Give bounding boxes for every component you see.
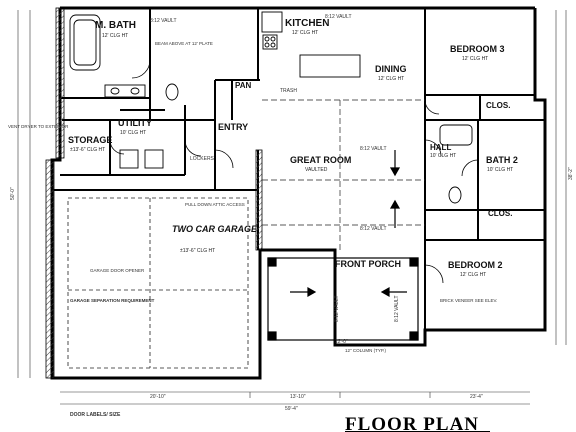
note-vault-1: 8:12 VAULT (150, 18, 177, 24)
room-sub-utility: 10' CLG HT (120, 130, 146, 136)
room-label-entry: ENTRY (218, 122, 248, 132)
note-door-labels: DOOR LABELS/ SIZE (70, 412, 121, 418)
room-label-m-bath: M. BATH (95, 20, 136, 31)
note-trash: TRASH (280, 88, 297, 94)
note-attic: PULL DOWN ATTIC ACCESS (185, 202, 245, 207)
room-sub-bedroom2: 12' CLG HT (460, 272, 486, 278)
door-swings (109, 59, 479, 284)
dimension-lines (17, 10, 567, 405)
hatched-walls (45, 7, 263, 379)
garage-dashed (67, 197, 249, 369)
room-label-bath2: BATH 2 (486, 155, 518, 165)
note-lockers: LOCKERS (190, 156, 215, 162)
room-label-pan: PAN (235, 81, 252, 90)
room-sub-bath2: 10' CLG HT (487, 167, 513, 173)
room-label-garage: TWO CAR GARAGE (172, 224, 258, 234)
note-vault-2: 8:12 VAULT (325, 14, 352, 20)
dim-bottom-b: 13'-10" (290, 394, 306, 400)
room-label-great-room: GREAT ROOM (290, 155, 351, 165)
dim-right-total: 38'-2" (568, 167, 574, 180)
room-sub-hall: 10' CLG HT (430, 153, 456, 159)
room-label-clos-2: CLOS. (488, 209, 512, 218)
room-sub-m-bath: 12' CLG HT (102, 33, 128, 39)
dim-bottom-a: 20'-10" (150, 394, 166, 400)
room-label-clos-1: CLOS. (486, 101, 510, 110)
note-vent: VENT DRYER TO EXTERIOR (8, 124, 69, 129)
room-label-bedroom3: BEDROOM 3 (450, 44, 505, 54)
note-garage-opener: GARAGE DOOR OPENER (90, 268, 145, 273)
room-sub-bedroom3: 12' CLG HT (462, 56, 488, 62)
note-garage-separation: GARAGE SEPARATION REQUIREMENT (70, 298, 155, 303)
note-beam: BEAM ABOVE AT 12' PLATE (155, 41, 213, 46)
front-porch-outline (267, 257, 419, 341)
room-label-kitchen: KITCHEN (285, 18, 329, 29)
room-sub-dining: 12' CLG HT (378, 76, 404, 82)
room-sub-great-room: VAULTED (305, 167, 328, 173)
dim-bottom-total: 59'-4" (285, 406, 298, 412)
note-brick: BRICK VENEER SEE ELEV. (440, 298, 497, 303)
note-vault-6: 8:12 VAULT (394, 296, 400, 323)
dim-porch: 12'-0" (335, 339, 348, 345)
fixtures (69, 11, 473, 204)
dim-bottom-c: 23'-4" (470, 394, 483, 400)
room-label-bedroom2: BEDROOM 2 (448, 260, 503, 270)
note-column: 12" COLUMN (TYP.) (345, 348, 387, 353)
exterior-walls (50, 6, 547, 380)
room-label-dining: DINING (375, 64, 407, 74)
room-label-storage: STORAGE (68, 135, 112, 145)
dim-left-total: 50'-0" (10, 187, 16, 200)
room-label-front-porch: FRONT PORCH (335, 259, 401, 269)
beam-lines (262, 99, 425, 250)
room-sub-kitchen: 12' CLG HT (292, 30, 318, 36)
vault-arrows (290, 150, 407, 298)
room-label-utility: UTILITY (118, 118, 152, 128)
room-sub-storage: ±13'-6" CLG HT (70, 147, 105, 153)
note-vault-5: 8:12 VAULT (334, 296, 340, 323)
note-vault-3: 8:12 VAULT (360, 146, 387, 152)
room-sub-garage: ±13'-6" CLG HT (180, 248, 215, 254)
note-vault-4: 8:12 VAULT (360, 226, 387, 232)
room-label-hall: HALL (430, 143, 451, 152)
plan-title: FLOOR PLAN (345, 414, 479, 432)
